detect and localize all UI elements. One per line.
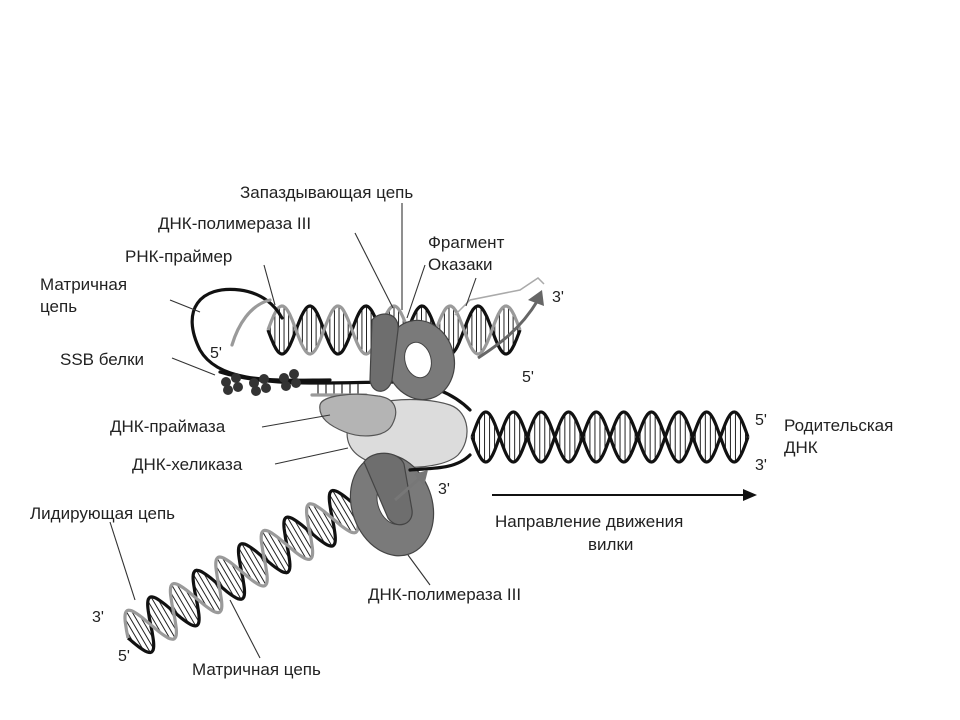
base-pair-rung [216,558,242,600]
base-pair-rung [130,610,154,649]
end-lagging-primer-5: 5' [210,345,222,362]
label-template-top-2: цепь [40,297,77,316]
end-leading-3: 3' [92,609,104,626]
base-pair-rung [171,584,197,627]
base-pair-rung [306,512,326,544]
label-template-bottom: Матричная цепь [192,660,321,679]
base-pair-rung [157,599,177,631]
helix-strand-b [470,410,750,464]
fork-direction-arrow-head [743,489,757,501]
base-pair-rung [248,545,268,578]
leading-strand-helix [123,488,360,655]
base-pair-rung [260,538,280,571]
base-pair-rung [286,516,312,559]
end-leading-3-inner: 3' [438,481,450,498]
dna-polymerase-bottom-shape [349,452,435,557]
ssb-protein-clusters [221,369,301,396]
leading-arrow-head [414,470,428,486]
label-lagging-strand: Запаздывающая цепь [240,183,413,202]
base-pair-rung [262,531,287,573]
dna-polymerase-top-shape [369,313,456,401]
helix-strand-b [266,304,522,356]
ssb-protein [221,373,243,395]
lagging-new-strand-arrow [477,299,540,360]
end-lagging-5: 5' [522,369,534,386]
base-pair-rung [241,543,267,585]
label-ssb-proteins: SSB белки [60,350,144,369]
primase-rungs [317,384,359,394]
label-direction-2: вилки [588,535,633,554]
okazaki-fragment [454,277,545,316]
label-template-top-1: Матричная [40,275,127,294]
dna-primase-shape [319,393,397,437]
base-pair-rung [124,618,144,651]
base-pair-rung [332,490,358,532]
label-rna-primer: РНК-праймер [125,247,232,266]
base-pair-rung [283,520,307,560]
end-leading-5: 5' [118,648,130,665]
label-okazaki-2: Оказаки [428,255,492,274]
base-pair-rung [203,572,223,605]
end-parental-5: 5' [755,412,767,429]
base-pair-rung [150,596,176,639]
base-pair-rung [169,591,190,624]
leading-template-to-fork [408,453,472,472]
base-pair-rung [267,530,291,569]
base-pair-rung [312,504,336,543]
leading-new-strand-arrow [394,476,421,502]
label-dna-polymerase-bottom: ДНК-полимераза III [368,585,521,604]
label-leading-strand: Лидирующая цепь [30,504,175,523]
base-pair-rung [307,504,333,547]
end-okazaki-3: 3' [552,289,564,306]
base-pair-rung [215,565,235,598]
ssb-protein [279,369,301,391]
base-pair-rung [125,611,151,653]
label-parental-1: Родительская [784,416,893,435]
label-dna-helicase: ДНК-хеликаза [132,455,243,474]
base-pair-rung [176,583,200,623]
label-parental-2: ДНК [784,438,818,457]
base-pair-rung [238,547,262,586]
label-dna-primase: ДНК-праймаза [110,417,226,436]
lagging-arrow-head [528,290,544,306]
base-pair-rung [221,557,245,596]
label-direction-1: Направление движения [495,512,683,531]
base-pair-rung [192,574,216,613]
base-pair-rung [329,494,353,533]
leader-lines [109,203,477,659]
base-pair-rung [293,519,314,552]
end-parental-3: 3' [755,457,767,474]
helix-strand-b [123,502,360,641]
parental-dna-helix [470,410,750,464]
label-dna-polymerase-top: ДНК-полимераза III [158,214,311,233]
base-pair-rung [196,570,221,612]
rna-primer-strand [230,298,272,347]
base-pair-rung [147,600,171,639]
label-okazaki-1: Фрагмент [428,233,505,252]
ssb-protein [249,374,271,396]
